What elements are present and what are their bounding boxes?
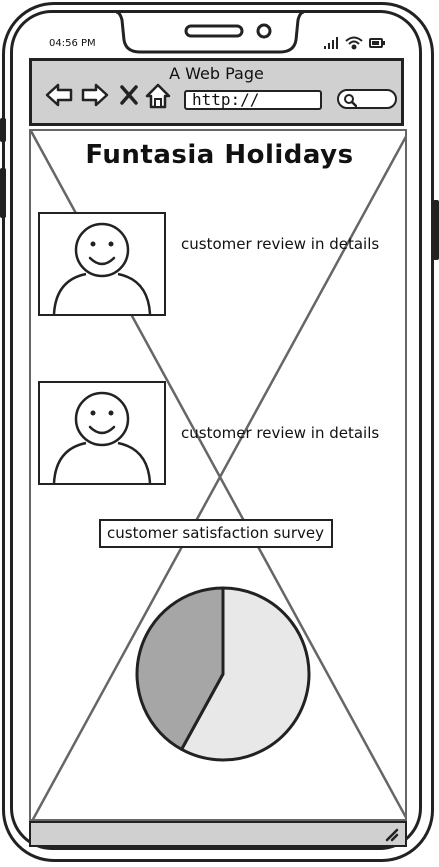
satisfaction-pie-chart — [135, 586, 311, 762]
pie-slice-0 — [180, 586, 311, 762]
review-text: customer review in details — [181, 424, 380, 442]
close-icon[interactable] — [120, 85, 138, 105]
search-icon — [344, 94, 357, 107]
wifi-icon — [345, 36, 363, 50]
survey-label: customer satisfaction survey — [99, 519, 333, 548]
url-input[interactable]: http:// — [184, 90, 322, 110]
back-arrow-icon[interactable] — [45, 83, 73, 107]
status-time: 04:56 PM — [49, 38, 96, 49]
avatar — [38, 212, 166, 316]
forward-arrow-icon[interactable] — [81, 83, 109, 107]
review-text: customer review in details — [181, 235, 380, 253]
phone-side-button-left — [0, 118, 6, 142]
phone-notch — [115, 10, 305, 54]
browser-toolbar: A Web Page http:// — [29, 58, 404, 126]
browser-bottom-bar — [29, 821, 407, 847]
search-field[interactable] — [337, 89, 397, 109]
status-icons — [324, 36, 385, 50]
home-icon[interactable] — [145, 83, 171, 109]
user-avatar-icon — [52, 391, 152, 484]
page-title: Funtasia Holidays — [85, 140, 354, 170]
user-avatar-icon — [52, 222, 152, 315]
battery-icon — [369, 38, 385, 48]
signal-icon — [324, 37, 338, 49]
phone-side-button-left — [0, 168, 6, 218]
browser-tab-title: A Web Page — [169, 64, 264, 83]
resize-handle-icon[interactable] — [385, 828, 399, 842]
pie-slice-1 — [135, 586, 225, 751]
avatar — [38, 381, 166, 485]
phone-side-button-right — [433, 200, 439, 260]
